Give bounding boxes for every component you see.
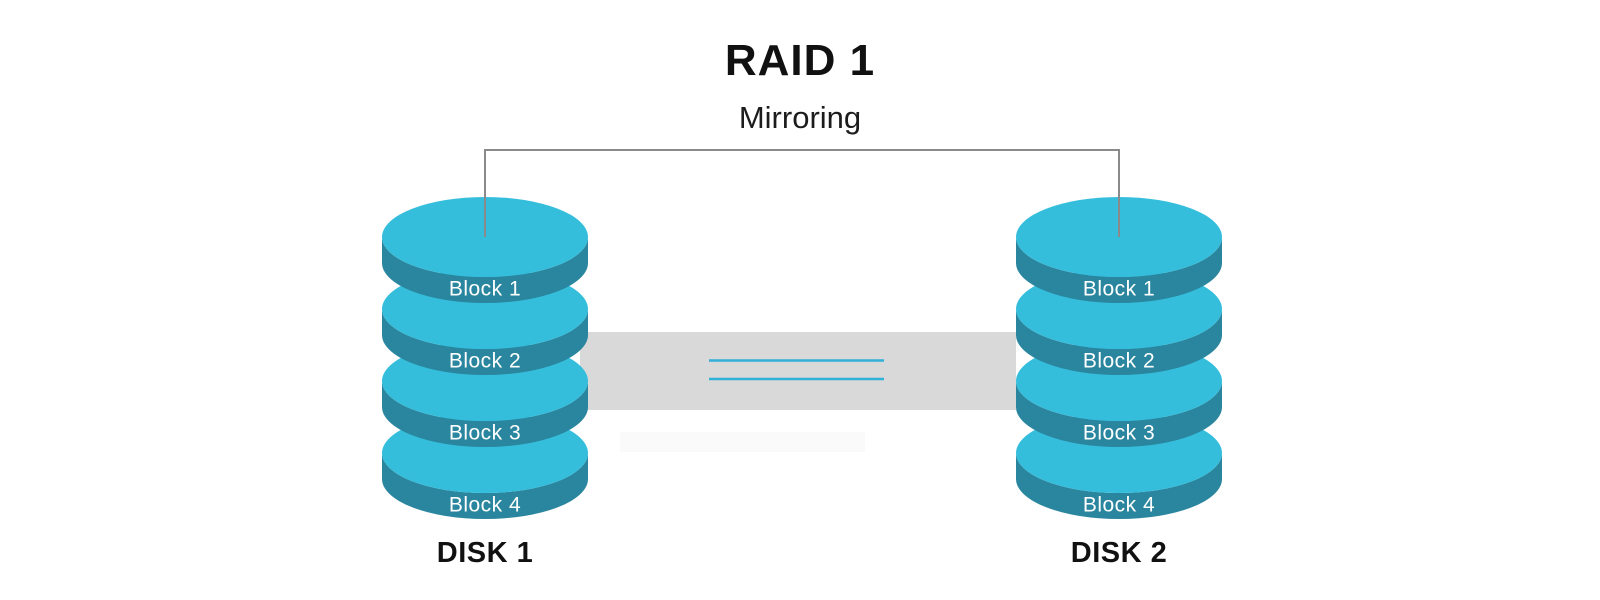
disk1-block4-label: Block 4 <box>449 494 521 517</box>
disk2-block4-body <box>1016 453 1222 519</box>
disk1-block3-label: Block 3 <box>449 422 521 445</box>
disk1-block1-label: Block 1 <box>449 278 521 301</box>
transfer-band <box>580 332 1016 410</box>
mirror-connector-line <box>484 149 1120 237</box>
disk2-block1-body <box>1016 237 1222 303</box>
disk1-block2-label: Block 2 <box>449 350 521 373</box>
disk1-block1-body <box>382 237 588 303</box>
disk-2-label: DISK 2 <box>1071 537 1167 569</box>
disk2-block2-body <box>1016 309 1222 375</box>
disk-1-label: DISK 1 <box>437 537 533 569</box>
disk1-block2-body <box>382 309 588 375</box>
disk2-block2-label: Block 2 <box>1083 350 1155 373</box>
disk1-block4-body <box>382 453 588 519</box>
diagram-subtitle: Mirroring <box>738 100 862 135</box>
disk2-block3-body <box>1016 381 1222 447</box>
diagram-title: RAID 1 <box>724 36 876 85</box>
disk-stack-1: Block 4 Block 3 Block 2 Block 1 <box>382 197 588 519</box>
transfer-band-shadow <box>620 432 865 452</box>
disk2-block1-label: Block 1 <box>1083 278 1155 301</box>
disk-stack-2: Block 4 Block 3 Block 2 Block 1 <box>1016 197 1222 519</box>
disk1-block3-body <box>382 381 588 447</box>
disk2-block3-label: Block 3 <box>1083 422 1155 445</box>
disk2-block4-label: Block 4 <box>1083 494 1155 517</box>
